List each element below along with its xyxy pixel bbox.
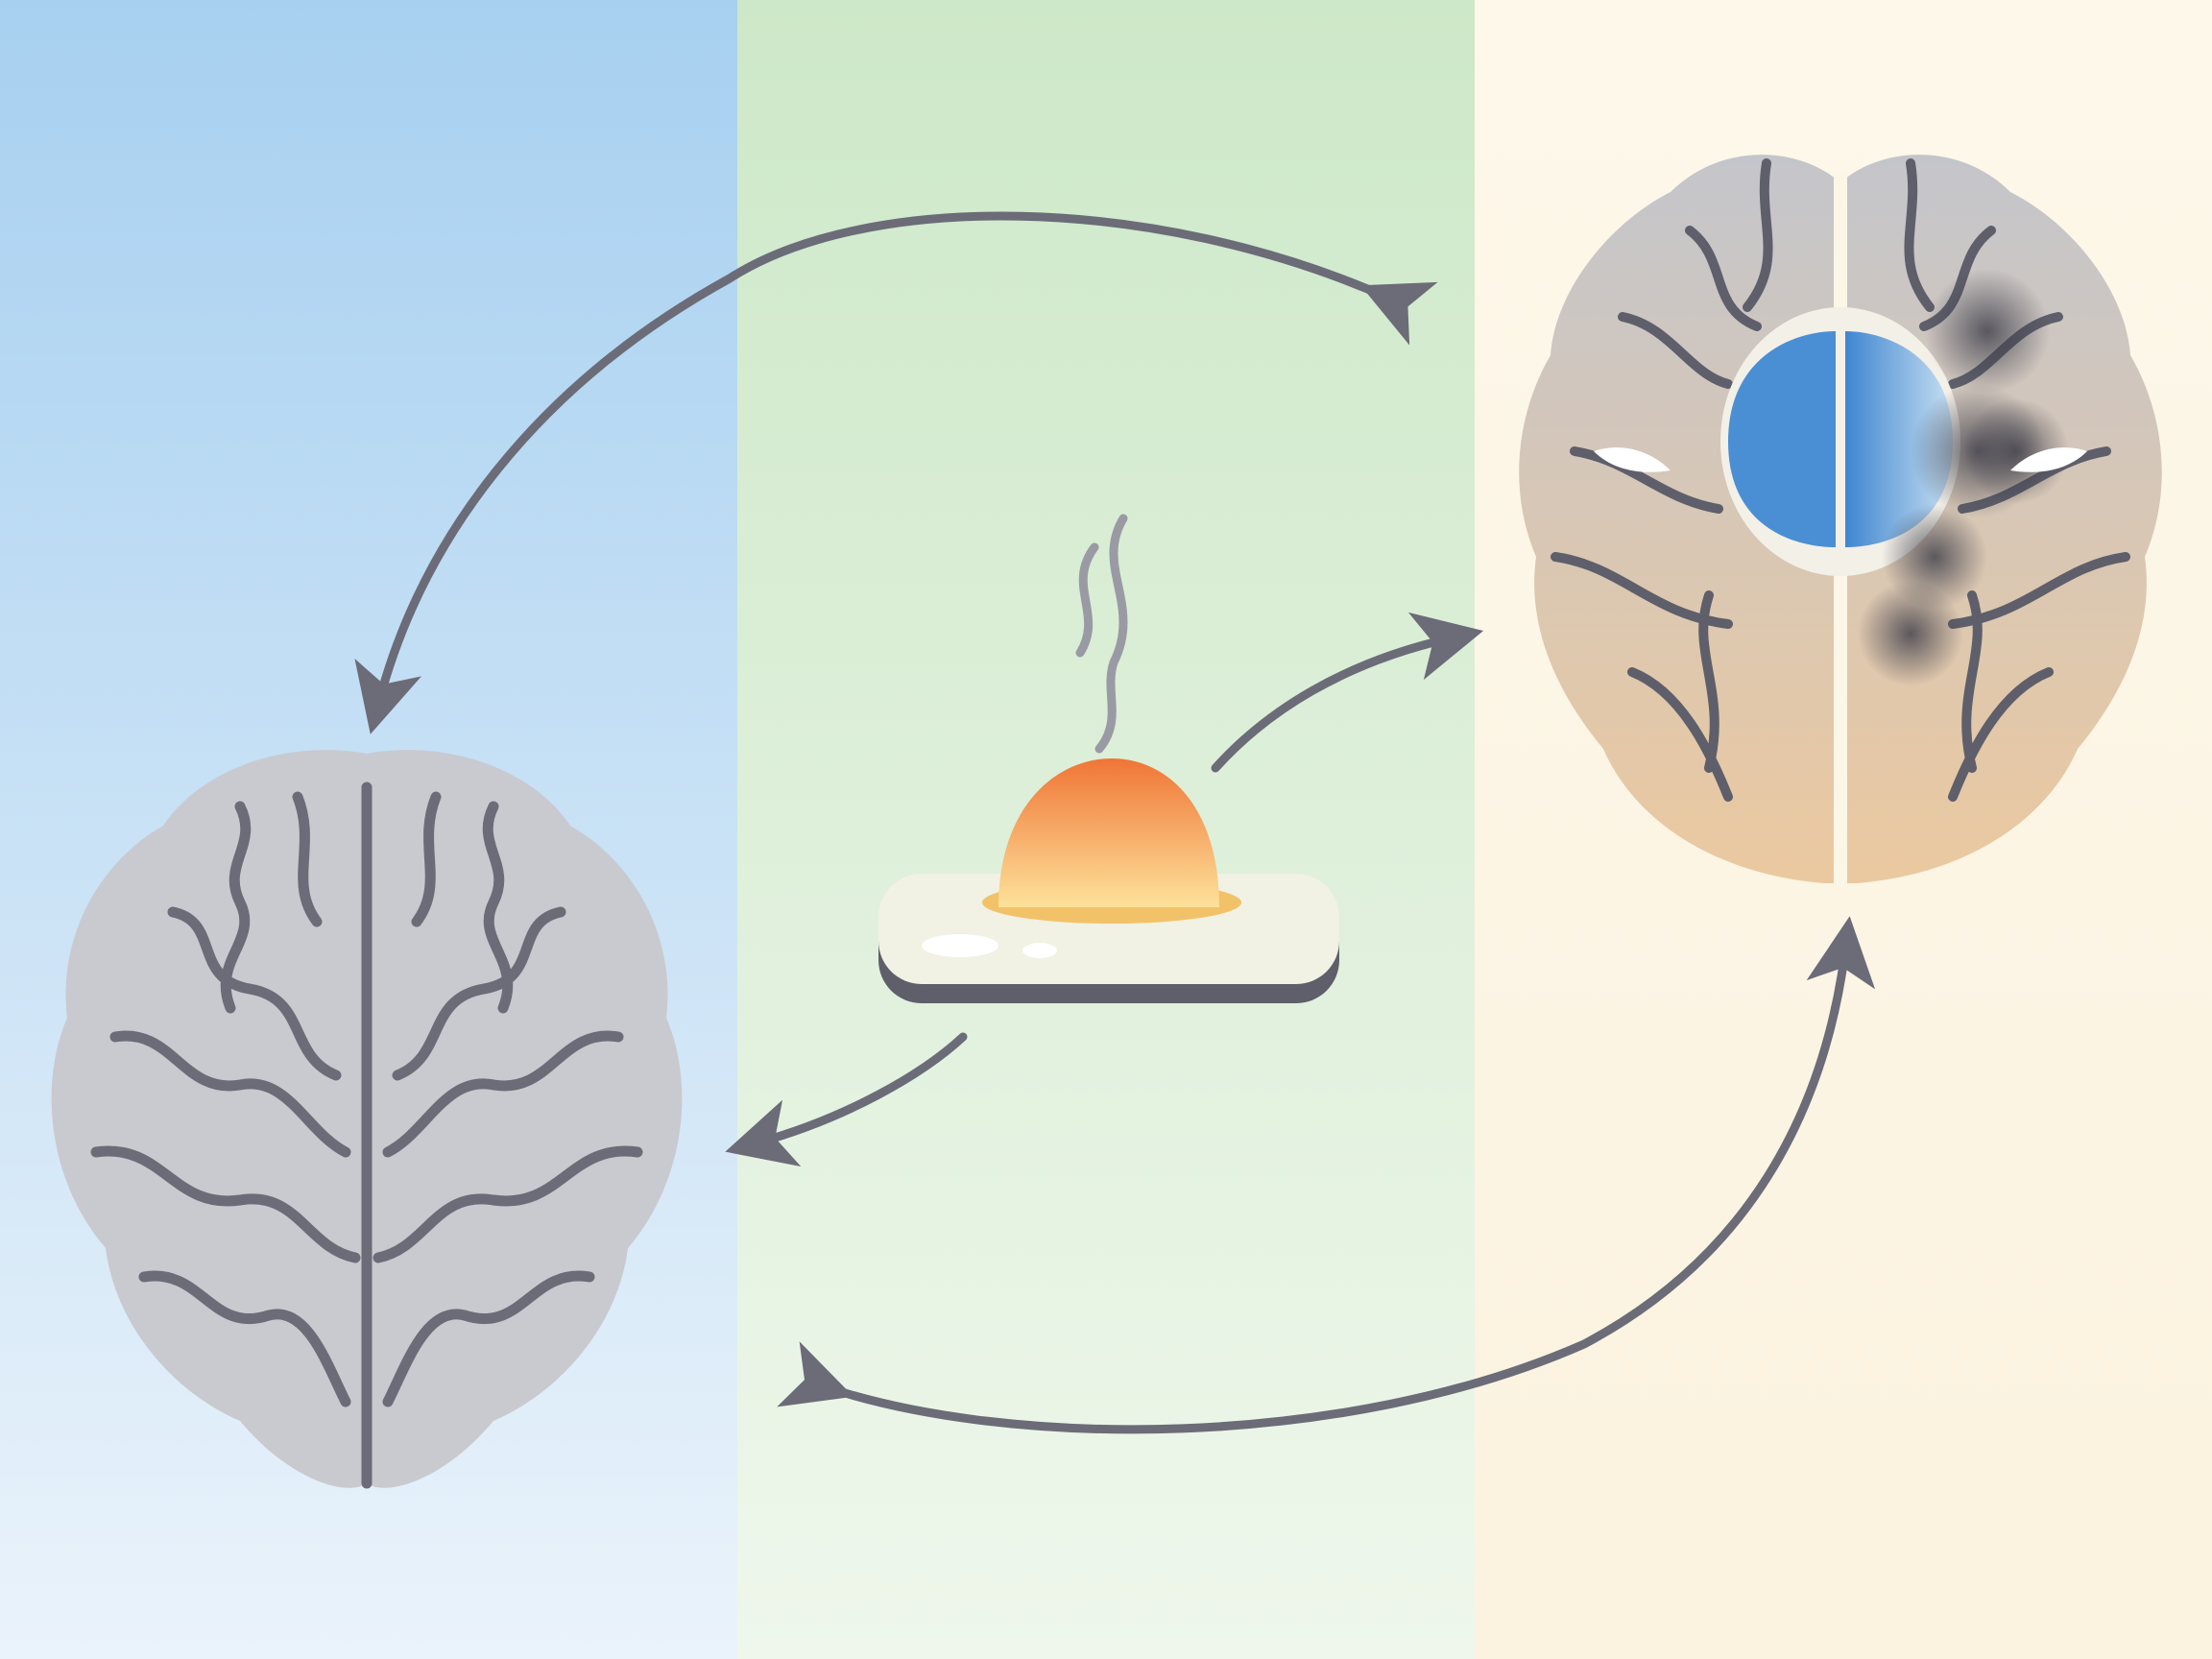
arrow-top-arc bbox=[354, 211, 1438, 734]
affected-brain-icon bbox=[1519, 155, 2162, 883]
arrow-bottom-arc bbox=[777, 916, 1876, 1434]
cycle-arrows bbox=[354, 211, 1876, 1434]
arrow-dish-to-affected bbox=[1211, 612, 1484, 773]
healthy-brain-icon bbox=[51, 750, 683, 1489]
damage-spots bbox=[1858, 269, 2069, 686]
